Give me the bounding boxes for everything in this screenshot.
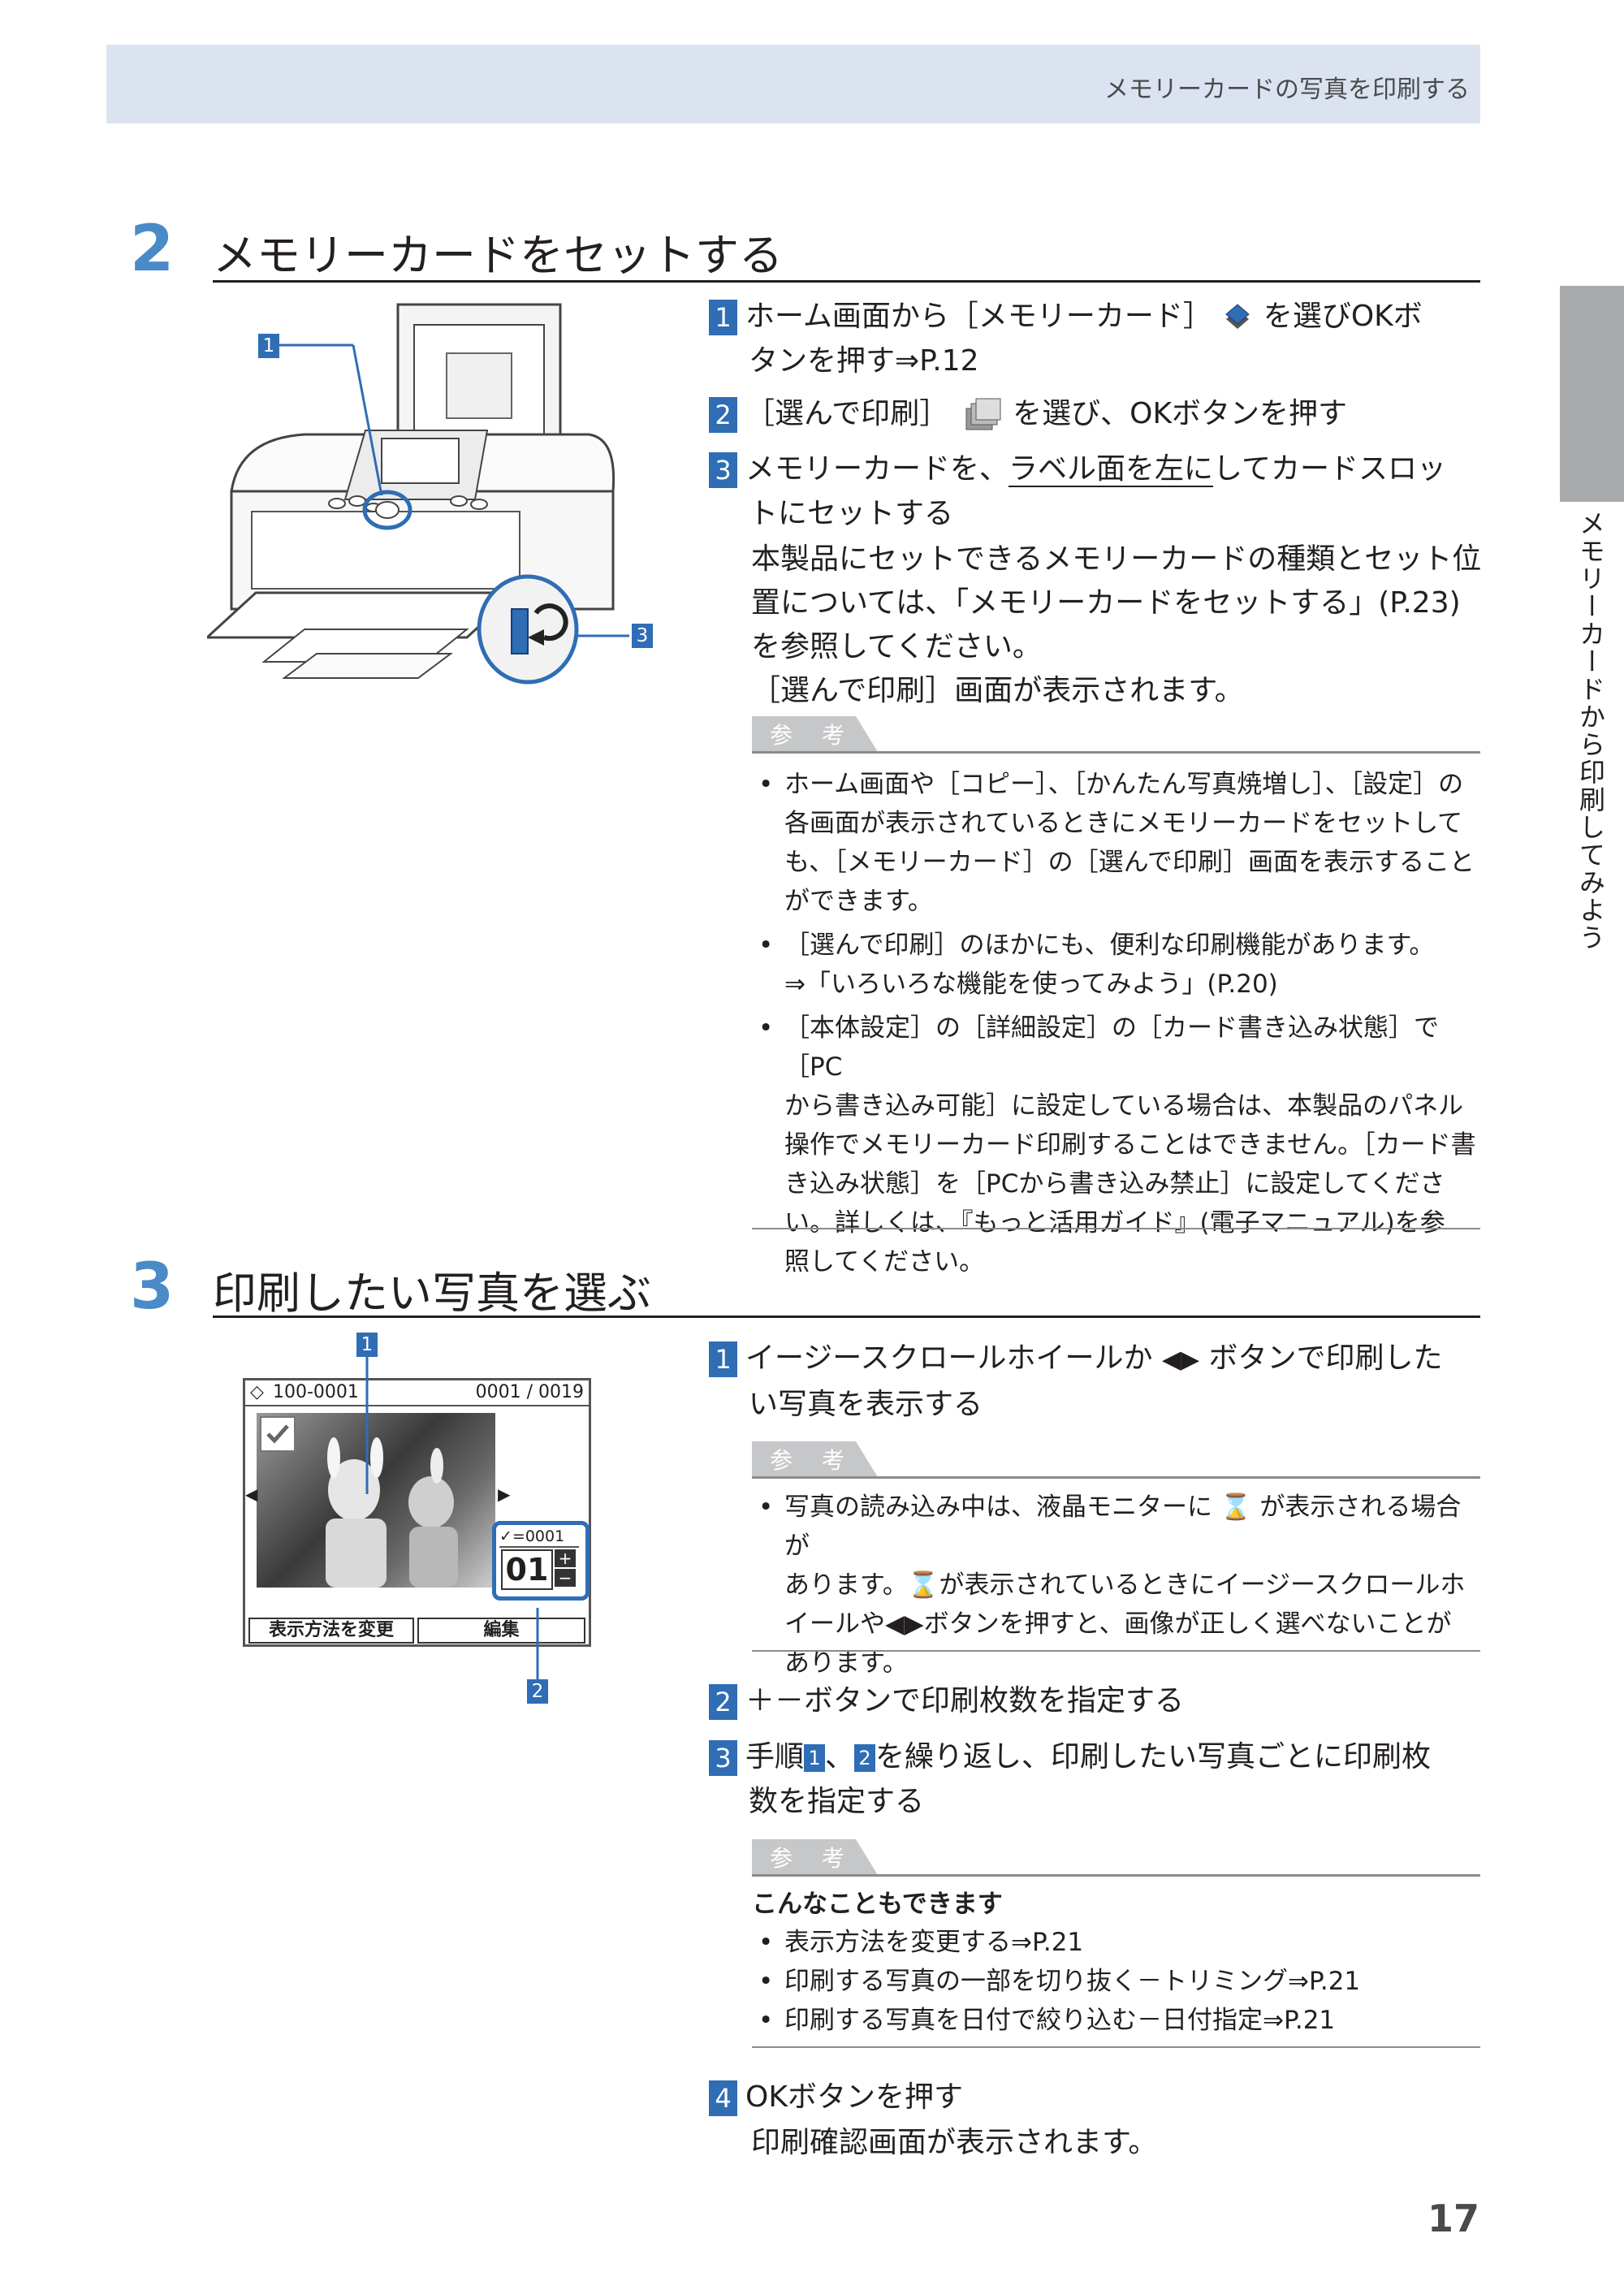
check-icon bbox=[266, 1424, 289, 1444]
step-number: 2 bbox=[709, 397, 737, 433]
section3-title: 印刷したい写真を選ぶ bbox=[213, 1268, 651, 1319]
page-number: 17 bbox=[1427, 2197, 1479, 2240]
copies-value: 01 bbox=[501, 1549, 553, 1590]
memory-card-icon bbox=[1225, 304, 1250, 329]
callout-2: 2 bbox=[527, 1679, 548, 1704]
check-icon: ✓ bbox=[499, 1527, 512, 1545]
note-end-rule bbox=[752, 1228, 1480, 1229]
note-tag bbox=[752, 716, 878, 752]
callout-1: 1 bbox=[356, 1333, 378, 1357]
note-item: 写真の読み込み中は、液晶モニターに ⌛ が表示される場合が あります。⌛が表示さ… bbox=[752, 1488, 1483, 1683]
section3-rule bbox=[213, 1315, 1480, 1318]
note-rule bbox=[752, 751, 1480, 754]
step-number: 2 bbox=[709, 1684, 737, 1720]
side-tab-label: メモリーカードから印刷してみよう bbox=[1575, 510, 1606, 952]
note-label: 参 考 bbox=[770, 722, 849, 749]
lcd-leader-lines bbox=[365, 1356, 539, 1689]
folder-icon: ◇ bbox=[250, 1382, 264, 1402]
scroll-right-arrow-icon: ▶ bbox=[498, 1484, 511, 1504]
left-right-arrow-icon: ◀▶ bbox=[1161, 1346, 1200, 1374]
section2-number: 2 bbox=[130, 213, 175, 286]
note-item: ホーム画面や［コピー］、［かんたん写真焼増し］、［設定］の各画面が表示されている… bbox=[752, 765, 1483, 921]
section3-number: 3 bbox=[130, 1251, 175, 1324]
callout-1: 1 bbox=[258, 334, 279, 358]
note-label: 参 考 bbox=[770, 1447, 849, 1474]
note-rule bbox=[752, 1874, 1480, 1877]
photo-preview bbox=[257, 1413, 495, 1588]
header-bar bbox=[106, 45, 1480, 123]
section3-note1: 写真の読み込み中は、液晶モニターに ⌛ が表示される場合が あります。⌛が表示さ… bbox=[752, 1488, 1483, 1683]
printer-illustration bbox=[207, 303, 629, 685]
side-tab bbox=[1560, 286, 1624, 502]
lcd-header: ◇ 100-0001 0001 / 0019 bbox=[245, 1380, 589, 1406]
note-item: 表示方法を変更する⇒P.21 bbox=[752, 1923, 1483, 1962]
select-check bbox=[260, 1416, 296, 1452]
section3-note2: 表示方法を変更する⇒P.21 印刷する写真の一部を切り抜く－トリミング⇒P.21… bbox=[752, 1923, 1483, 2040]
header-title: メモリーカードの写真を印刷する bbox=[1104, 76, 1470, 104]
note-item: ［本体設定］の［詳細設定］の［カード書き込み状態］で［PCから書き込み可能］に設… bbox=[752, 1009, 1483, 1281]
minus-button: − bbox=[555, 1569, 576, 1587]
note-item: 印刷する写真を日付で絞り込む－日付指定⇒P.21 bbox=[752, 2001, 1483, 2040]
plus-button: + bbox=[555, 1549, 576, 1567]
section2-step2: 2［選んで印刷］ を選び、OKボタンを押す bbox=[709, 391, 1488, 436]
section3-step4-body: 印刷確認画面が表示されます。 bbox=[751, 2126, 1158, 2159]
lcd-screen: ◇ 100-0001 0001 / 0019 ◀ ▶ ✓=0001 01 + −… bbox=[243, 1378, 591, 1647]
step-number: 1 bbox=[709, 1341, 737, 1377]
note-label: 参 考 bbox=[770, 1845, 849, 1872]
section2-notes: ホーム画面や［コピー］、［かんたん写真焼増し］、［設定］の各画面が表示されている… bbox=[752, 765, 1483, 1281]
note-rule bbox=[752, 1476, 1480, 1479]
step-number: 3 bbox=[709, 1740, 737, 1776]
step-number: 4 bbox=[709, 2080, 737, 2116]
note-subtitle: こんなこともできます bbox=[752, 1890, 1003, 1919]
edit-button: 編集 bbox=[417, 1618, 585, 1644]
section2-rule bbox=[213, 280, 1480, 283]
step-ref: 1 bbox=[804, 1744, 826, 1772]
note-tag bbox=[752, 1441, 878, 1477]
step-ref: 2 bbox=[854, 1744, 876, 1772]
section2-body: 本製品にセットできるメモリーカードの種類とセット位 置については、「メモリーカー… bbox=[751, 542, 1482, 707]
hourglass-icon: ⌛ bbox=[907, 1570, 939, 1600]
note-item: ［選んで印刷］のほかにも、便利な印刷機能があります。⇒「いろいろな機能を使ってみ… bbox=[752, 926, 1483, 1004]
section3-step2: 2＋－ボタンで印刷枚数を指定する bbox=[709, 1678, 1488, 1723]
copies-box: ✓=0001 01 + − bbox=[492, 1521, 590, 1601]
note-tag bbox=[752, 1839, 878, 1875]
scroll-left-arrow-icon: ◀ bbox=[245, 1484, 258, 1504]
step-number: 1 bbox=[709, 300, 737, 335]
copies-count-label: ✓=0001 bbox=[499, 1527, 579, 1548]
left-right-arrow-icon: ◀▶ bbox=[885, 1609, 924, 1639]
view-mode-button: 表示方法を変更 bbox=[248, 1618, 414, 1644]
section2-title: メモリーカードをセットする bbox=[213, 230, 783, 281]
note-end-rule bbox=[752, 2046, 1480, 2048]
note-item: 印刷する写真の一部を切り抜く－トリミング⇒P.21 bbox=[752, 1962, 1483, 2001]
step-number: 3 bbox=[709, 452, 737, 488]
select-and-print-icon bbox=[965, 398, 1001, 430]
note-end-rule bbox=[752, 1650, 1480, 1652]
hourglass-icon: ⌛ bbox=[1220, 1493, 1252, 1522]
callout-3: 3 bbox=[632, 624, 653, 648]
